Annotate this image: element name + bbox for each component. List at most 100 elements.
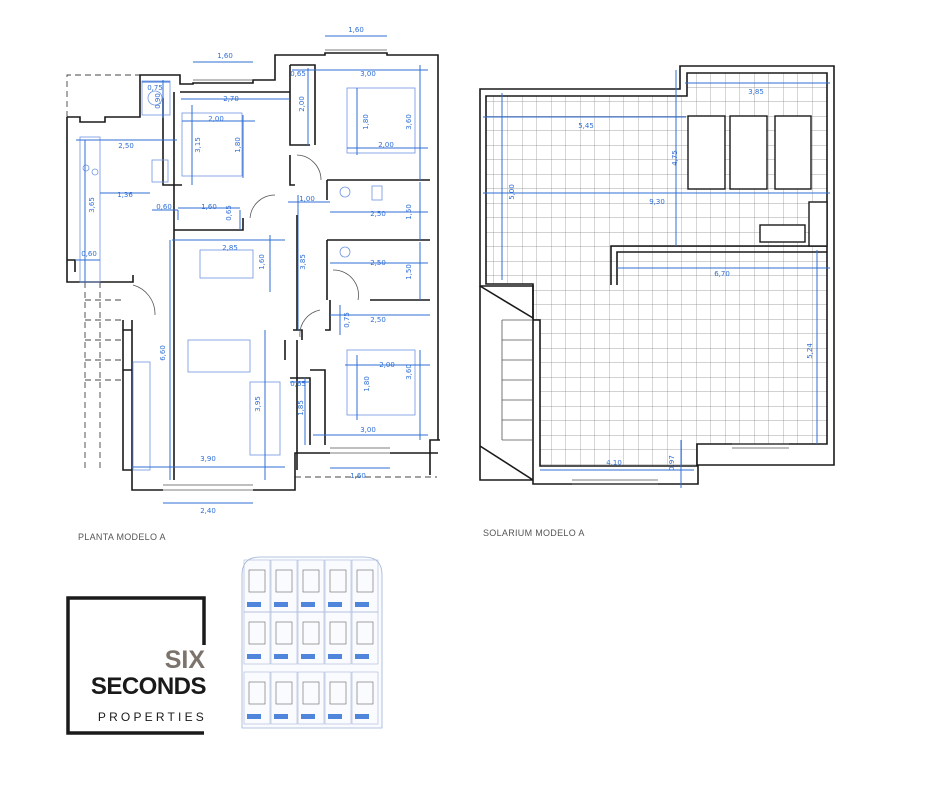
house-footprint — [356, 681, 374, 705]
pool-icon — [274, 714, 288, 719]
dim-label: 5,45 — [578, 122, 594, 130]
wall-bedroom1 — [162, 91, 290, 186]
double-bed-3 — [346, 349, 416, 416]
outdoor-kitchen — [759, 224, 806, 243]
pool-icon — [274, 602, 288, 607]
house-footprint — [275, 569, 293, 593]
site-plot — [324, 611, 352, 665]
dim-label: 2,00 — [379, 361, 395, 369]
double-bed-1 — [181, 112, 243, 177]
plot-boundary — [243, 611, 271, 665]
house-footprint — [248, 621, 266, 645]
drum-icon — [147, 90, 163, 106]
site-plot — [243, 671, 271, 725]
solarium-inner-wall — [485, 72, 828, 467]
dim-label: 2,50 — [370, 210, 386, 218]
dim-label: 2,00 — [378, 141, 394, 149]
solarium-plan: 3,85 5,45 4,75 5,00 9,30 6,70 5,24 4,10 … — [479, 65, 835, 538]
stair-void — [479, 285, 534, 481]
house-footprint — [329, 569, 347, 593]
pool-icon — [247, 654, 261, 659]
tv-unit — [132, 361, 151, 471]
dim-label: 0,60 — [156, 203, 172, 211]
pool-icon — [247, 714, 261, 719]
dim-label: 1,80 — [362, 114, 370, 130]
pool-icon — [328, 714, 342, 719]
wall-left-living — [122, 320, 133, 471]
furniture — [79, 80, 416, 471]
solarium-dimension-lines — [483, 70, 830, 488]
sunbed-2 — [729, 115, 768, 190]
dim-label: 5,24 — [806, 343, 814, 359]
pool-icon — [301, 714, 315, 719]
dim-label: 6,60 — [159, 345, 167, 361]
solarium-caption: SOLARIUM MODELO A — [483, 528, 585, 538]
dim-label: 4,75 — [671, 150, 679, 166]
site-plan-thumbnail — [241, 556, 383, 729]
house-footprint — [302, 569, 320, 593]
house-footprint — [275, 681, 293, 705]
pool-icon — [328, 654, 342, 659]
sunbed-3 — [774, 115, 812, 190]
house-footprint — [275, 621, 293, 645]
dim-label: 9,30 — [649, 198, 665, 206]
site-plot — [297, 611, 325, 665]
wall-right — [429, 180, 440, 475]
dim-label: 3,65 — [88, 197, 96, 213]
house-footprint — [248, 681, 266, 705]
dim-label: 3,60 — [405, 364, 413, 380]
site-outline — [241, 556, 383, 729]
dimension-labels: 1,60 1,60 0,75 0,90 0,65 3,00 2,70 2,00 … — [81, 26, 413, 515]
double-bed-2 — [346, 87, 416, 154]
ground-floor-caption: PLANTA MODELO A — [78, 532, 166, 542]
site-plot — [351, 611, 379, 665]
wall-bottom — [131, 452, 438, 491]
wall-bathrooms — [310, 179, 430, 445]
house-footprint — [356, 621, 374, 645]
logo-six: SIX — [165, 646, 206, 674]
dim-label: 1,80 — [234, 137, 242, 153]
plot-boundary — [270, 611, 298, 665]
dim-label: 2,50 — [370, 259, 386, 267]
plot-boundary — [270, 671, 298, 725]
dim-label: 1,60 — [201, 203, 217, 211]
wall-bedroom3 — [284, 340, 311, 445]
dim-label: 0,97 — [668, 455, 676, 471]
plot-boundary — [297, 671, 325, 725]
pool-icon — [355, 602, 369, 607]
parapet-wall — [610, 245, 827, 285]
pool-icon — [247, 602, 261, 607]
windows — [163, 49, 390, 491]
sofa — [187, 339, 251, 373]
dim-label: 2,50 — [370, 316, 386, 324]
house-footprint — [302, 681, 320, 705]
dim-label: 0,65 — [290, 380, 306, 388]
dim-label: 1,85 — [297, 400, 305, 416]
dim-label: 3,15 — [194, 137, 202, 153]
dim-label: 3,85 — [748, 88, 764, 96]
dim-label: 5,00 — [508, 184, 516, 200]
site-plot — [270, 611, 298, 665]
logo-properties: PROPERTIES — [98, 710, 207, 724]
site-plot — [324, 671, 352, 725]
dim-label: 2,40 — [200, 507, 216, 515]
house-footprint — [248, 569, 266, 593]
washing-machine-icon — [141, 80, 171, 116]
plot-boundary — [243, 671, 271, 725]
fridge — [151, 159, 169, 183]
door-swings — [132, 154, 359, 338]
pool-icon — [355, 654, 369, 659]
house-footprint — [356, 569, 374, 593]
site-plot — [270, 671, 298, 725]
washbasin-icon — [339, 246, 351, 258]
dim-label: 1,80 — [363, 376, 371, 392]
plot-boundary — [324, 671, 352, 725]
dim-label: 0,60 — [81, 250, 97, 258]
pool-icon — [301, 654, 315, 659]
dim-label: 1,36 — [117, 191, 133, 199]
plot-boundary — [297, 611, 325, 665]
dim-label: 3,85 — [299, 254, 307, 270]
dim-label: 3,00 — [360, 426, 376, 434]
wall-columns — [123, 329, 132, 371]
dim-label: 1,60 — [350, 472, 366, 480]
